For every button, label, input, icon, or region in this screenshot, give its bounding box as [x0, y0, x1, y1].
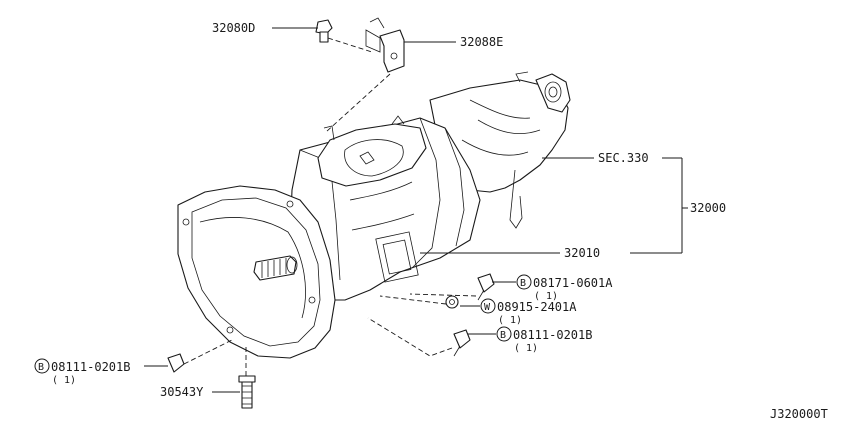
bolt-08111-0201b-left [167, 353, 185, 373]
transmission-assembly [177, 71, 571, 359]
prefix-circle [34, 358, 50, 374]
qty-08171-0601a: ( 1) [534, 291, 558, 302]
bracket-32088e [365, 17, 405, 73]
prefix-letter: W [484, 302, 491, 313]
drawing-code: J320000T [770, 407, 828, 421]
label-08111-0201b-left: 08111-0201B [51, 360, 130, 374]
qty-08111-0201b-left: ( 1) [52, 375, 76, 386]
label-32010: 32010 [564, 246, 600, 260]
prefix-letter: B [520, 278, 526, 289]
label-08171-0601a: 08171-0601A [533, 276, 613, 290]
label-30543y: 30543Y [160, 385, 204, 399]
bolt-32080d [315, 19, 333, 43]
washer-08915-2401a [445, 295, 459, 309]
leader-lines [144, 27, 688, 393]
output-flange [535, 73, 571, 113]
sensor-30543y [238, 375, 256, 409]
qty-08915-2401a: ( 1) [498, 315, 522, 326]
label-32000: 32000 [690, 201, 726, 215]
input-shaft [253, 255, 297, 281]
prefix-circle [516, 274, 532, 290]
bolt-08111-0201b-right [453, 329, 471, 357]
label-32080d: 32080D [212, 21, 255, 35]
label-sec-330: SEC.330 [598, 151, 649, 165]
label-08111-0201b-right: 08111-0201B [513, 328, 592, 342]
bolt-08171-0601a [477, 273, 495, 301]
label-08915-2401a: 08915-2401A [497, 300, 577, 314]
label-32088e: 32088E [460, 35, 503, 49]
prefix-letter: B [38, 362, 44, 373]
prefix-circle [480, 298, 496, 314]
top-cover [317, 123, 427, 187]
prefix-circle [496, 326, 512, 342]
prefix-letter: B [500, 330, 506, 341]
qty-08111-0201b-right: ( 1) [514, 343, 538, 354]
